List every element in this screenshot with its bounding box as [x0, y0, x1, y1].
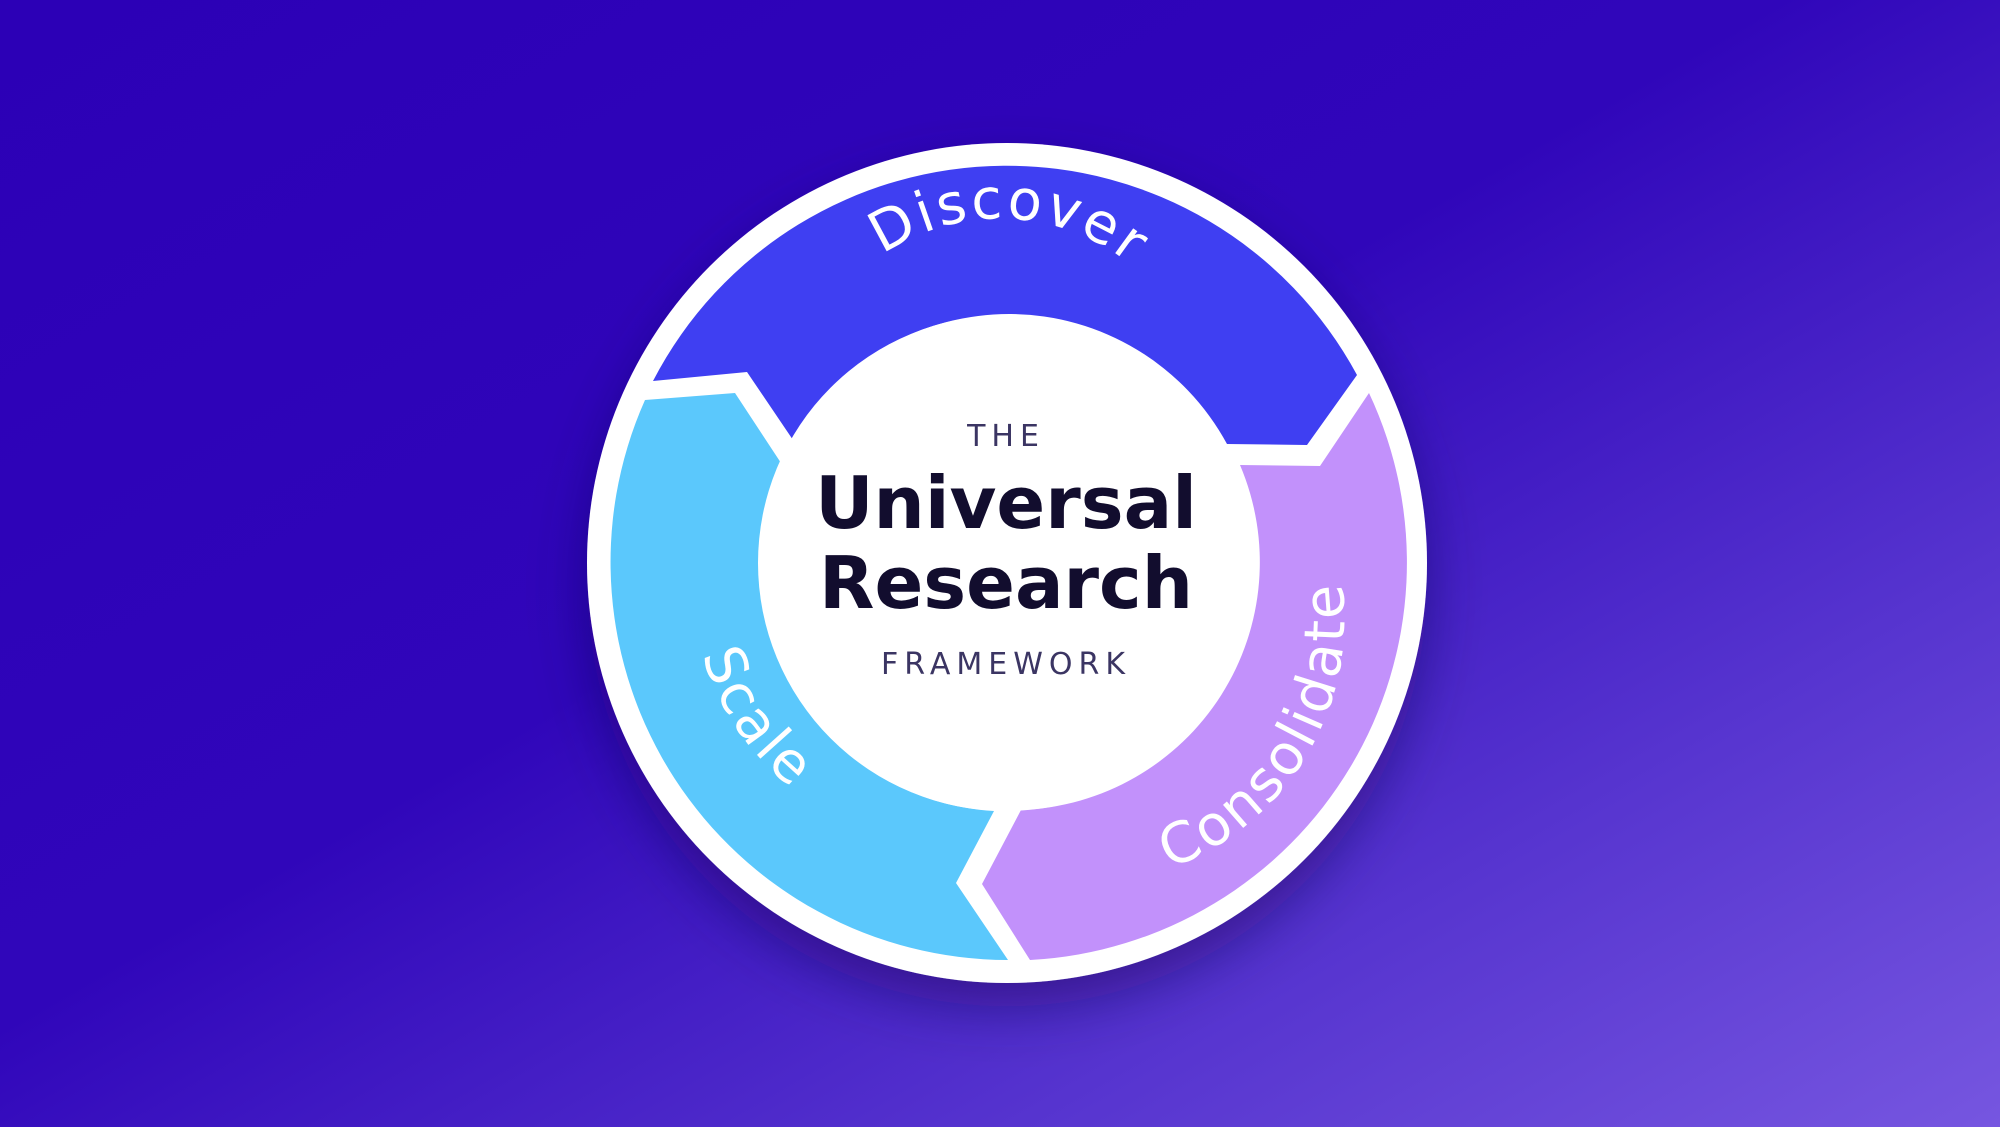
- title-prefix: THE: [966, 419, 1045, 454]
- discover-segment: [653, 165, 1357, 445]
- title-line-1: Universal: [815, 461, 1197, 545]
- center-disc: [758, 315, 1254, 811]
- title-suffix: FRAMEWORK: [881, 647, 1131, 682]
- consolidate-segment: [982, 393, 1407, 960]
- scale-segment: [610, 393, 1008, 960]
- title-line-2: Research: [819, 541, 1193, 625]
